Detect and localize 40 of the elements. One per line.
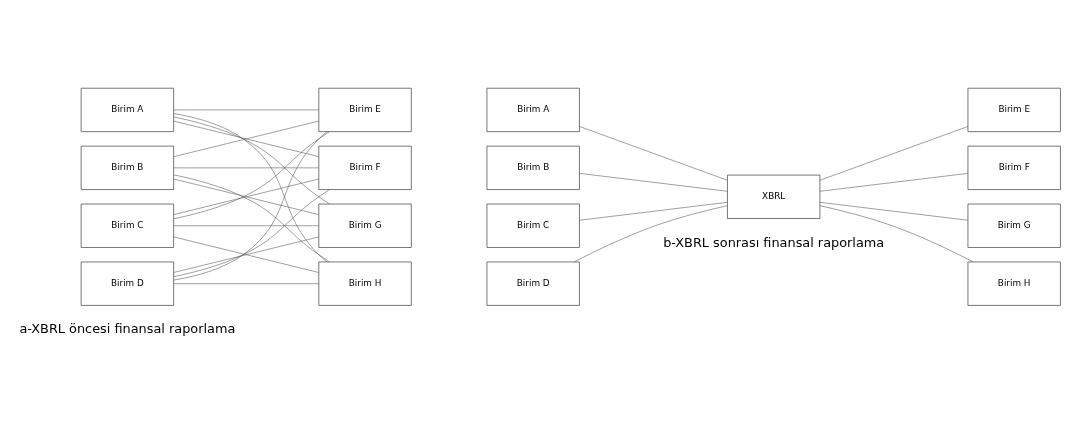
node-box: Birim C	[80, 203, 175, 248]
node-box: Birim G	[967, 203, 1061, 248]
connector	[819, 125, 969, 181]
connector	[173, 130, 328, 280]
connector	[173, 116, 330, 204]
connector	[173, 109, 319, 110]
node-box: Birim A	[486, 87, 580, 132]
node-box: Birim B	[80, 145, 175, 190]
node-box: Birim H	[318, 261, 412, 306]
connector	[173, 178, 319, 215]
label: b-XBRL sonrası finansal raporlama	[663, 234, 885, 250]
node-box: Birim B	[486, 145, 580, 190]
node-box: Birim C	[486, 203, 580, 248]
connector	[173, 112, 328, 262]
connector	[173, 131, 330, 219]
connector	[173, 120, 319, 157]
node-box: Birim E	[318, 87, 412, 132]
node-box: Birim D	[486, 261, 580, 306]
connector	[173, 282, 319, 284]
node-box: Birim A	[80, 87, 175, 132]
node-box: Birim D	[80, 261, 175, 306]
label: a-XBRL öncesi finansal raporlama	[19, 320, 236, 336]
node-box: Birim H	[967, 261, 1061, 306]
connector	[173, 236, 319, 273]
connector	[173, 167, 319, 168]
connector	[173, 188, 330, 277]
connector	[819, 204, 974, 262]
node-box: Birim E	[967, 87, 1061, 132]
node-box: Birim F	[967, 145, 1061, 190]
connector	[574, 204, 728, 262]
connector	[173, 174, 330, 262]
connector	[579, 172, 728, 192]
connector	[579, 201, 728, 220]
node-box: Birim F	[318, 145, 412, 190]
connector	[579, 125, 728, 181]
node-box: XBRL	[727, 174, 821, 219]
connector	[819, 201, 969, 220]
node-box: Birim G	[318, 203, 412, 248]
connector	[819, 172, 969, 192]
connector	[173, 225, 319, 226]
